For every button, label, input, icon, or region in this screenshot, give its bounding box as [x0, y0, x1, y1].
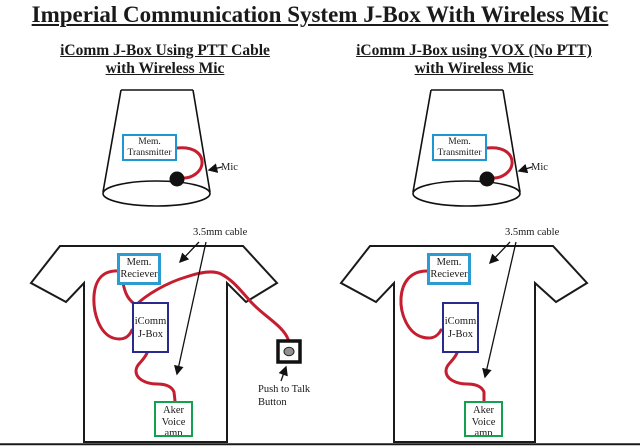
mem-receiver-box: Mem. Reciever: [427, 253, 471, 285]
mic-dot: [169, 171, 185, 187]
mic-label: Mic: [531, 162, 548, 173]
mem-receiver-line1: Mem.: [126, 257, 152, 268]
mem-transmitter-box: Mem. Transmitter: [122, 134, 177, 161]
cable-35mm-label: 3.5mm cable: [505, 227, 560, 238]
heading-left-line2: with Wireless Mic: [105, 60, 225, 77]
icomm-jbox-box: iComm J-Box: [442, 302, 479, 353]
heading-right-line1: iComm J-Box using VOX (No PTT): [356, 42, 592, 59]
shirt-outline: [339, 245, 589, 443]
helmet-mic-cable: [175, 146, 204, 180]
aker-amp-line2: Voice: [471, 416, 496, 428]
panel-left-diagram: [29, 89, 302, 443]
mem-receiver-box: Mem. Reciever: [117, 253, 161, 285]
jbox-amp-cable: [444, 351, 486, 403]
cable-35mm-label: 3.5mm cable: [193, 227, 248, 238]
page-title: Imperial Communication System J-Box With…: [31, 2, 609, 27]
cable-label-arrow-upper: [178, 241, 200, 264]
mem-transmitter-box: Mem. Transmitter: [432, 134, 487, 161]
cable-label-arrow-lower: [174, 241, 207, 376]
heading-left: iComm J-Box Using PTT Cable with Wireles…: [18, 42, 312, 78]
icomm-jbox-box: iComm J-Box: [132, 302, 169, 353]
ptt-label: Push to Talk Button: [258, 383, 310, 409]
receiver-jbox-cable: [399, 269, 443, 340]
receiver-jbox-cable: [92, 269, 134, 341]
icomm-jbox-line2: J-Box: [447, 328, 474, 340]
mem-receiver-line2: Reciever: [120, 269, 158, 280]
aker-amp-line2: Voice: [161, 416, 186, 428]
cable-label-arrow-upper: [488, 241, 511, 265]
heading-left-line1: iComm J-Box Using PTT Cable: [60, 42, 270, 59]
mem-receiver-line2: Reciever: [430, 269, 468, 280]
mem-transmitter-line2: Transmitter: [127, 147, 172, 158]
ptt-button-circle: [283, 346, 295, 357]
aker-amp-line3: amp: [164, 428, 183, 437]
mem-receiver-line1: Mem.: [436, 257, 462, 268]
helmet-outline: [412, 89, 521, 193]
helmet-outline: [102, 89, 211, 193]
jbox-amp-cable: [134, 351, 177, 403]
mem-transmitter-line2: Transmitter: [437, 147, 482, 158]
icomm-jbox-line1: iComm: [134, 315, 167, 327]
aker-amp-box: Aker Voice amp: [464, 401, 503, 437]
ptt-label-line1: Push to Talk: [258, 384, 311, 395]
mic-arrow: [517, 163, 533, 174]
aker-amp-line3: amp: [474, 428, 493, 437]
aker-amp-box: Aker Voice amp: [154, 401, 193, 437]
mic-label: Mic: [221, 162, 238, 173]
helmet-brim: [102, 180, 211, 207]
panel-right-diagram: [339, 89, 589, 443]
shirt-outline: [29, 245, 279, 443]
ptt-label-line2: Button: [258, 397, 287, 408]
mem-transmitter-line1: Mem.: [138, 136, 161, 147]
cable-label-arrow-lower: [482, 241, 517, 379]
heading-right-line2: with Wireless Mic: [414, 60, 534, 77]
mic-dot: [479, 171, 495, 187]
ptt-label-arrow: [278, 365, 288, 382]
helmet-brim: [412, 180, 521, 207]
icomm-jbox-line2: J-Box: [137, 328, 164, 340]
helmet-mic-cable: [485, 146, 514, 180]
ptt-cable: [134, 270, 290, 341]
heading-right: iComm J-Box using VOX (No PTT) with Wire…: [324, 42, 624, 78]
aker-amp-line1: Aker: [163, 405, 184, 416]
icomm-jbox-line1: iComm: [444, 315, 477, 327]
mem-transmitter-line1: Mem.: [448, 136, 471, 147]
aker-amp-line1: Aker: [473, 405, 494, 416]
mic-arrow: [207, 163, 223, 173]
